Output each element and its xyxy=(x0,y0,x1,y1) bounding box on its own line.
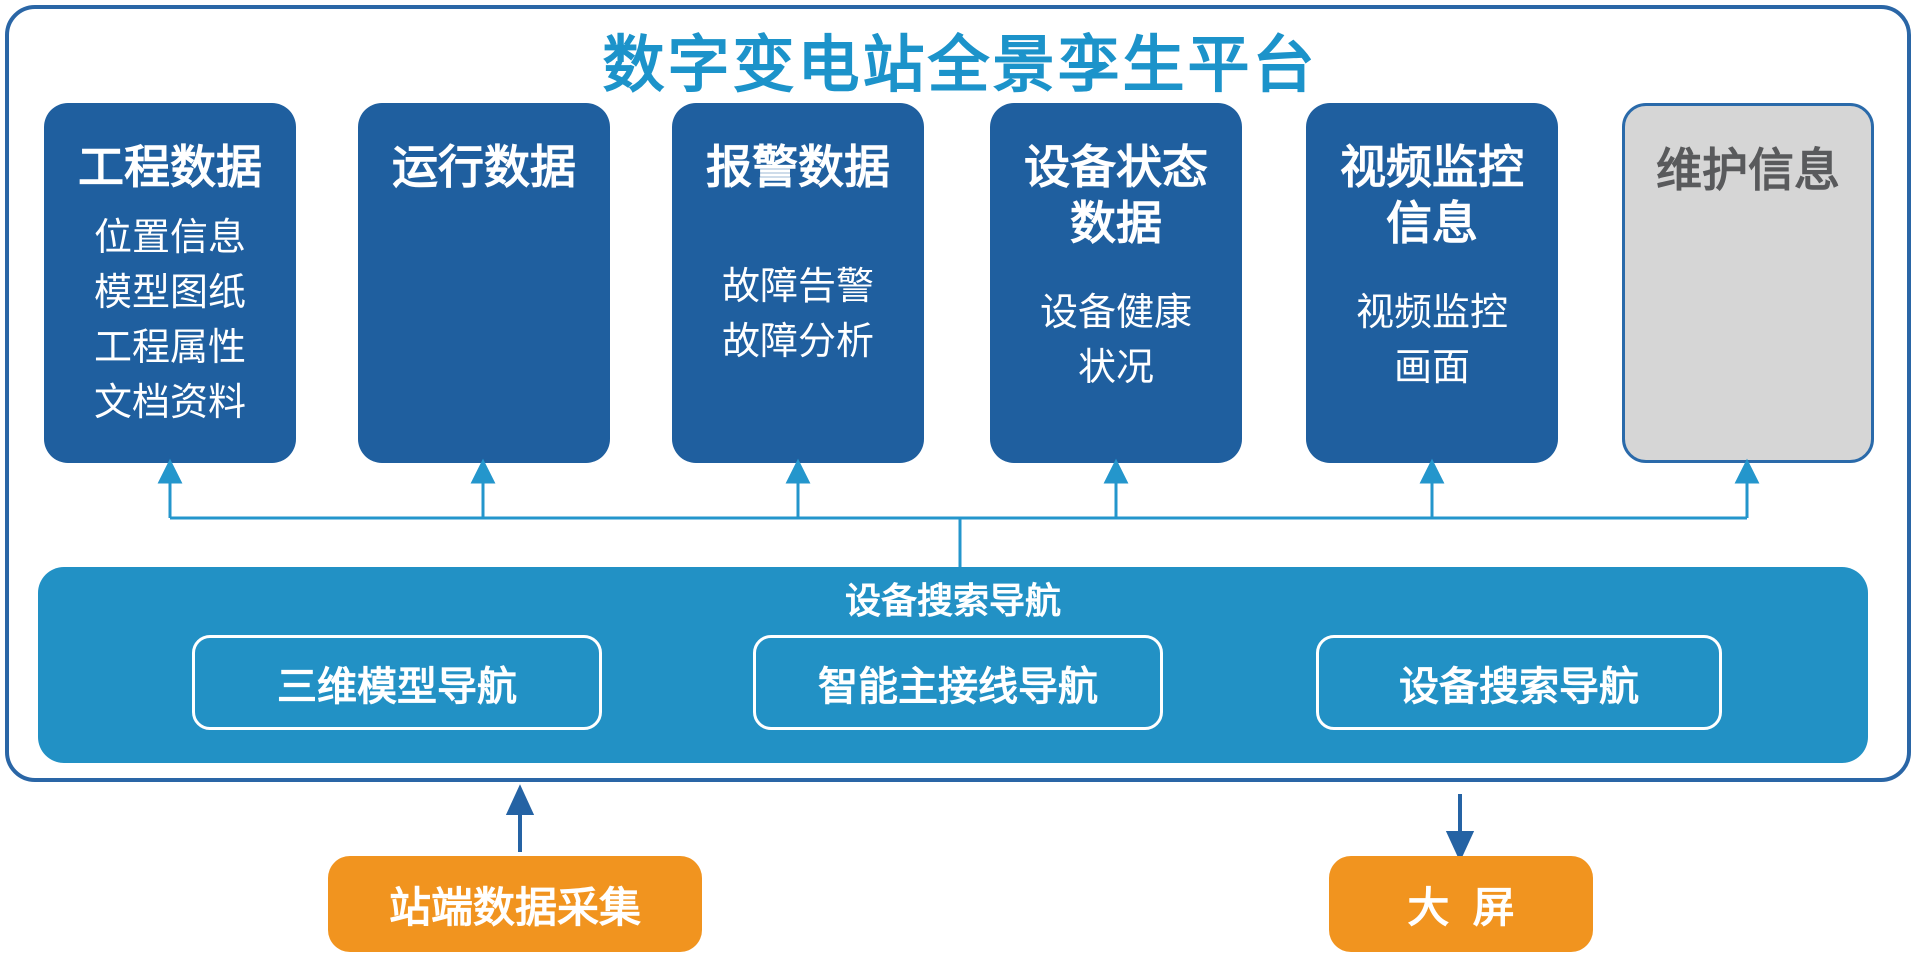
nav-button-3d-model[interactable]: 三维模型导航 xyxy=(192,635,602,730)
card-item-list: 位置信息 模型图纸 工程属性 文档资料 xyxy=(94,211,246,431)
card-item: 画面 xyxy=(1393,347,1470,389)
card-operation-data: 运行数据 xyxy=(358,103,610,463)
screen-arrow-down-icon xyxy=(1445,794,1475,862)
card-video-monitor-info: 视频监控 信息 视频监控 画面 xyxy=(1306,103,1558,463)
node-station-data-collect: 站端数据采集 xyxy=(328,856,702,952)
card-item: 位置信息 xyxy=(93,217,246,259)
card-title: 工程数据 xyxy=(78,141,262,193)
card-item: 故障告警 xyxy=(721,266,874,308)
nav-button-device-search[interactable]: 设备搜索导航 xyxy=(1316,635,1722,730)
card-item: 工程属性 xyxy=(93,327,246,369)
card-title: 维护信息 xyxy=(1656,144,1840,196)
card-item: 状况 xyxy=(1077,347,1154,389)
card-project-data: 工程数据 位置信息 模型图纸 工程属性 文档资料 xyxy=(44,103,296,463)
card-item-list: 视频监控 画面 xyxy=(1356,286,1508,396)
card-maintenance-info: 维护信息 xyxy=(1622,103,1874,463)
card-title: 运行数据 xyxy=(392,141,576,193)
card-item-list: 故障告警 故障分析 xyxy=(722,260,874,370)
card-alarm-data: 报警数据 故障告警 故障分析 xyxy=(672,103,924,463)
card-title: 视频监控 信息 xyxy=(1340,141,1524,249)
card-item: 模型图纸 xyxy=(93,272,246,314)
collect-arrow-up-icon xyxy=(505,784,535,852)
card-item: 设备健康 xyxy=(1039,292,1192,334)
nav-bar-title: 设备搜索导航 xyxy=(844,580,1061,621)
page-title: 数字变电站全景孪生平台 xyxy=(602,31,1318,100)
card-item: 文档资料 xyxy=(93,382,246,424)
nav-button-main-wiring[interactable]: 智能主接线导航 xyxy=(753,635,1163,730)
nav-bar: 设备搜索导航 三维模型导航 智能主接线导航 设备搜索导航 xyxy=(38,567,1868,763)
card-title: 设备状态 数据 xyxy=(1024,141,1208,249)
card-title: 报警数据 xyxy=(706,141,890,193)
card-item: 视频监控 xyxy=(1355,292,1508,334)
node-big-screen: 大 屏 xyxy=(1329,856,1593,952)
card-item-list: 设备健康 状况 xyxy=(1040,286,1192,396)
card-item: 故障分析 xyxy=(721,321,874,363)
card-device-status-data: 设备状态 数据 设备健康 状况 xyxy=(990,103,1242,463)
